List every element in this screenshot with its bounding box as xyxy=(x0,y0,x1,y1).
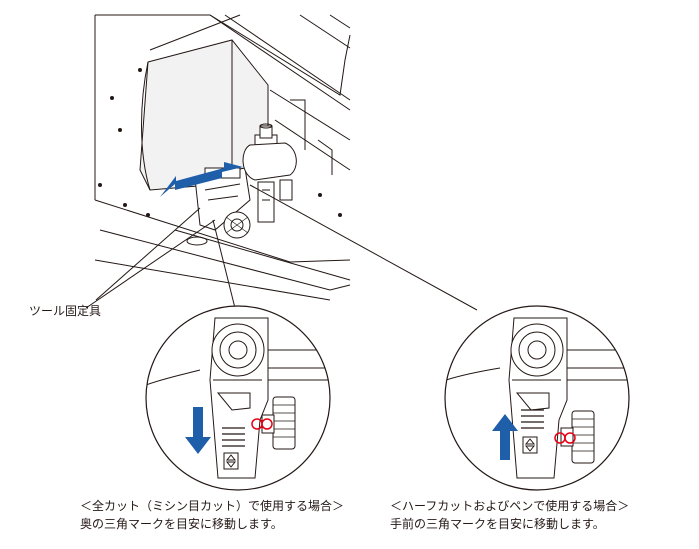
half-cut-caption-title: ＜ハーフカットおよびペンで使用する場合＞ xyxy=(390,499,630,513)
arrow-up-icon xyxy=(492,414,518,460)
detail-full-cut xyxy=(145,305,331,491)
cutting-machine-illustration xyxy=(94,14,351,301)
detail-half-cut xyxy=(444,305,630,491)
move-direction-arrow xyxy=(160,162,243,197)
tool-holder-label: ツール固定具 xyxy=(29,304,102,318)
leader-lines xyxy=(85,184,478,311)
triangle-marker-highlight xyxy=(251,418,273,430)
half-cut-caption-text: 手前の三角マークを目安に移動します。 xyxy=(390,517,605,531)
full-cut-caption-title: ＜全カット（ミシン目カット）で使用する場合＞ xyxy=(80,499,345,513)
full-cut-caption-text: 奥の三角マークを目安に移動します。 xyxy=(80,517,283,531)
triangle-marker-highlight xyxy=(554,432,576,444)
arrow-down-icon xyxy=(185,407,211,454)
